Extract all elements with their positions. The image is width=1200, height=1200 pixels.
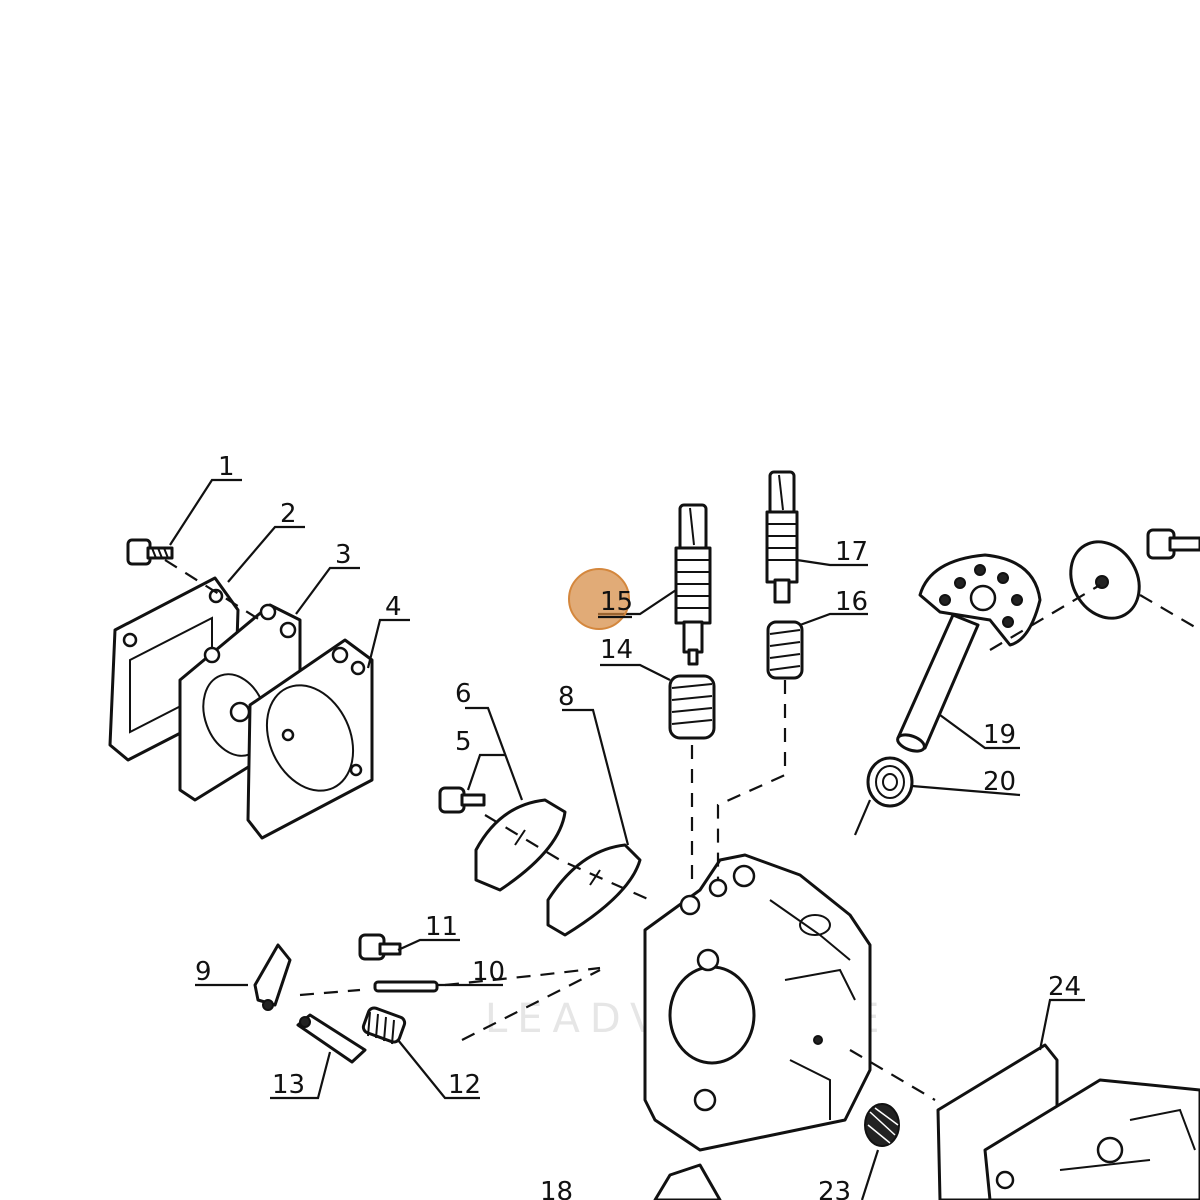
part-24-cover [936, 1043, 1200, 1200]
part-19-throttle-shaft [896, 553, 1042, 753]
part-11-screw [358, 933, 402, 961]
part-label-13[interactable]: 13 [272, 1070, 305, 1100]
part-label-4[interactable]: 4 [385, 592, 402, 622]
part-label-19[interactable]: 19 [983, 720, 1016, 750]
throttle-screw [1146, 528, 1200, 560]
part-label-23[interactable]: 23 [818, 1177, 851, 1200]
part-label-6[interactable]: 6 [455, 679, 472, 709]
part-label-9[interactable]: 9 [195, 957, 212, 987]
part-label-20[interactable]: 20 [983, 767, 1016, 797]
part-12-spring [361, 1006, 407, 1045]
part-16-spring [766, 620, 804, 680]
part-label-24[interactable]: 24 [1048, 972, 1081, 1002]
part-label-17[interactable]: 17 [835, 537, 868, 567]
part-10-pin [373, 980, 439, 993]
part-label-15[interactable]: 15 [600, 587, 633, 617]
part-18 [653, 1163, 722, 1200]
part-23-filter-screen [864, 1103, 900, 1147]
part-label-1[interactable]: 1 [218, 452, 235, 482]
part-label-2[interactable]: 2 [280, 499, 297, 529]
part-label-14[interactable]: 14 [600, 635, 633, 665]
part-5-screw [438, 786, 486, 814]
part-label-8[interactable]: 8 [558, 682, 575, 712]
part-label-16[interactable]: 16 [835, 587, 868, 617]
part-14-spring [668, 674, 716, 740]
part-label-3[interactable]: 3 [335, 540, 352, 570]
part-label-5[interactable]: 5 [455, 727, 472, 757]
part-1-screw [126, 538, 174, 566]
part-label-11[interactable]: 11 [425, 912, 458, 942]
part-4-gasket [246, 638, 374, 840]
part-label-12[interactable]: 12 [448, 1070, 481, 1100]
part-8-plate [546, 843, 642, 937]
part-20-spring [853, 756, 914, 836]
throttle-washer [1069, 540, 1141, 620]
part-label-10[interactable]: 10 [472, 957, 505, 987]
highlight-marker [568, 568, 630, 630]
carburetor-body [643, 853, 872, 1152]
part-17-needle [765, 470, 799, 604]
part-13-arm [296, 1013, 367, 1064]
part-9-lever [253, 943, 292, 1011]
part-6-plate [474, 798, 567, 892]
part-15-needle [674, 503, 712, 666]
part-label-18[interactable]: 18 [540, 1177, 573, 1200]
